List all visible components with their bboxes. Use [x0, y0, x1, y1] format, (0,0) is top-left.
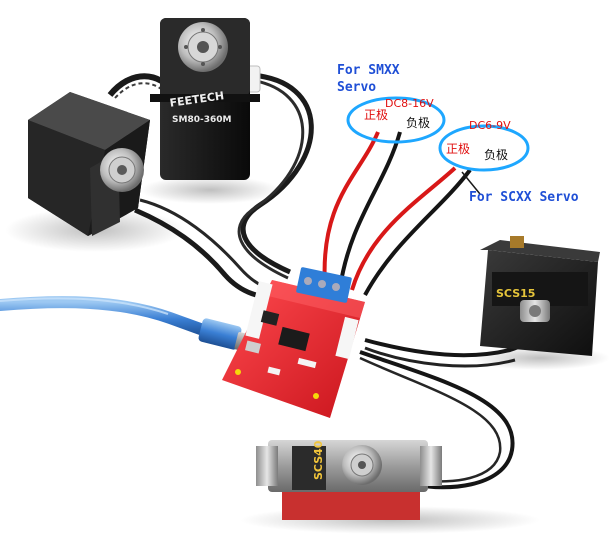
servo-model: SCS15 [496, 287, 535, 300]
label-positive: 正极 [446, 142, 471, 156]
servo-cable [237, 78, 305, 280]
label-smxx-servo: For SMXX Servo [337, 63, 400, 95]
power-wire-black [338, 131, 402, 289]
power-wire-red [322, 131, 380, 286]
control-board [222, 267, 365, 418]
servo-cable [364, 346, 516, 368]
label-scxx-servo: For SCXX Servo [469, 190, 579, 205]
power-ellipse-smxx [346, 96, 446, 144]
pointer-line [461, 171, 481, 195]
servo-cable [240, 72, 314, 275]
power-wire-black [363, 168, 472, 296]
servo-right: SCS15 [480, 236, 600, 356]
servo-model: SM80-360M [172, 115, 231, 125]
ic-chip [260, 310, 280, 326]
servo-cable [139, 198, 291, 292]
power-ellipse-scxx [438, 124, 530, 172]
voltage-smxx: DC8-16V [385, 97, 434, 110]
servo-bottom: SCS40 [256, 440, 442, 520]
servo-model: SCS40 [312, 440, 325, 480]
label-negative: 负极 [406, 116, 431, 130]
servo-header [245, 281, 273, 339]
servo-left [28, 92, 150, 236]
power-wire-red [350, 166, 457, 291]
shadow [140, 176, 280, 204]
label-positive: 正极 [364, 108, 389, 122]
ic-chip [278, 326, 310, 352]
servo-header [335, 316, 359, 360]
voltage-scxx: DC6-9V [469, 119, 511, 132]
servo-cable [114, 82, 173, 101]
label-negative: 负极 [484, 148, 509, 162]
servo-cable [359, 356, 502, 483]
usb-cable [0, 296, 260, 354]
servo-top: FEETECH SM80-360M [150, 18, 260, 180]
servo-cable [359, 350, 515, 490]
